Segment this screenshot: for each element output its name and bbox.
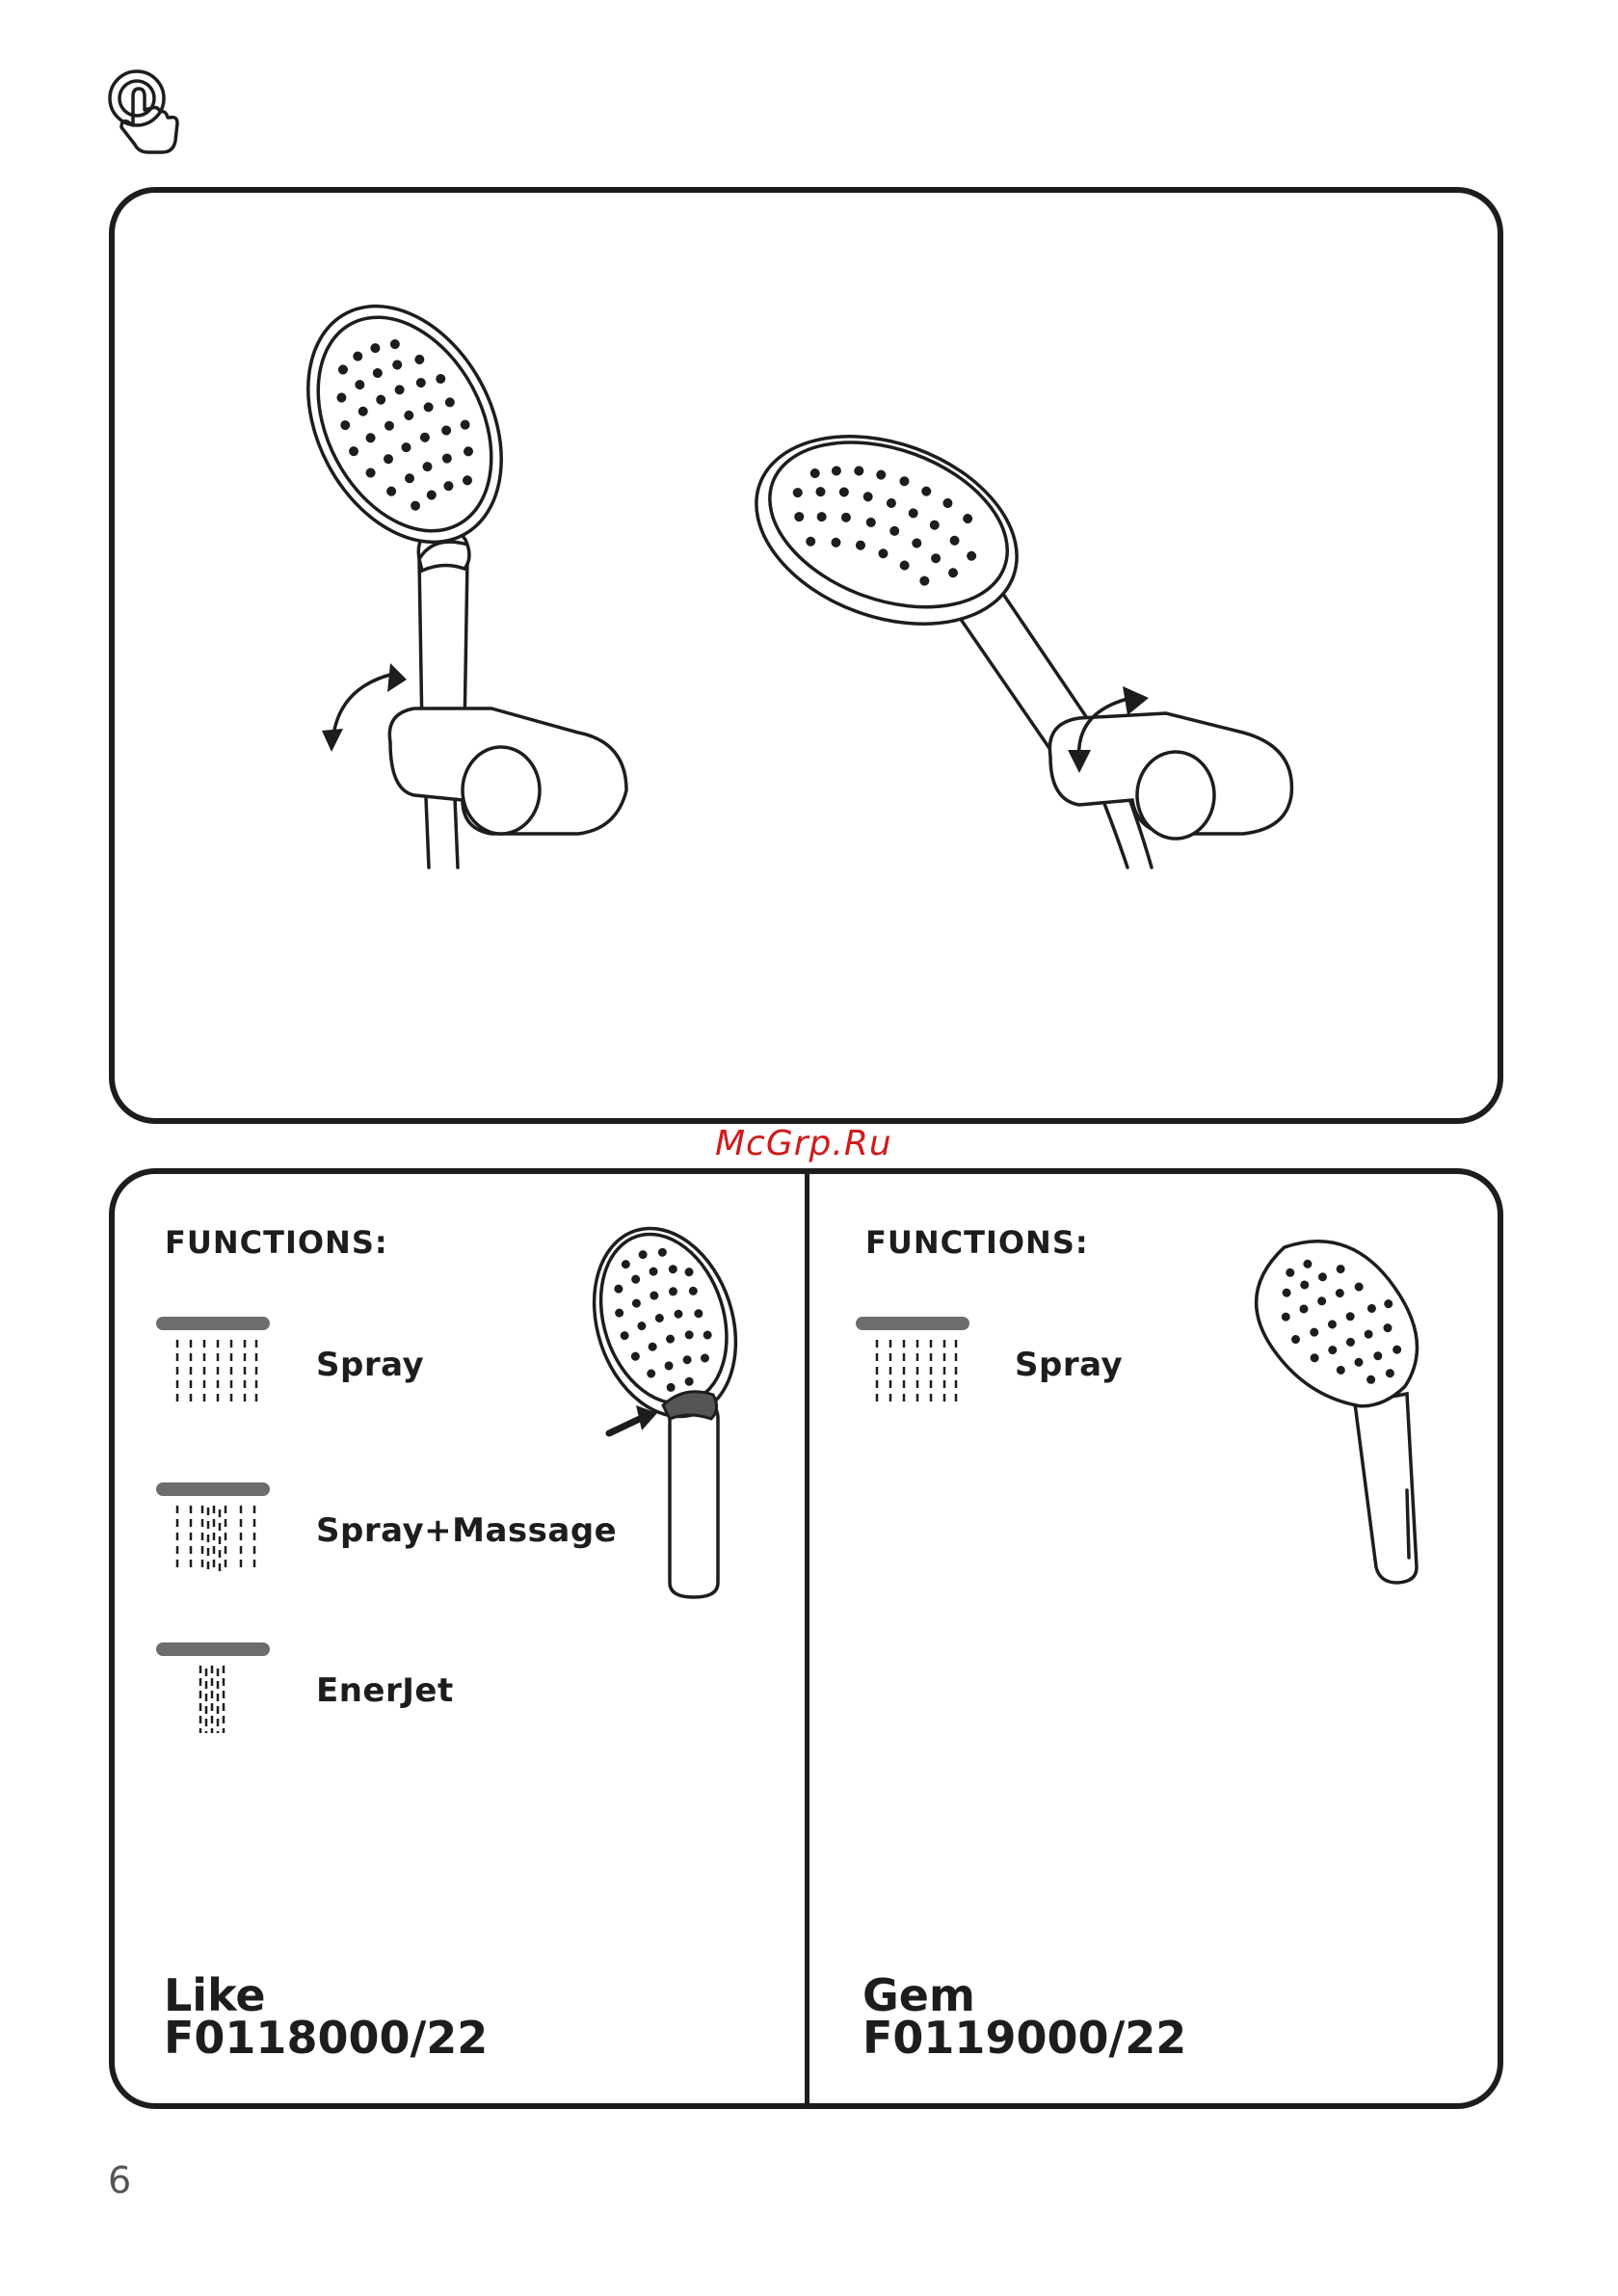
spray-pattern-icon	[156, 1317, 272, 1413]
column-divider	[805, 1172, 809, 2105]
spray-massage-pattern-icon	[156, 1482, 272, 1579]
right-model-code: F0119000/22	[862, 2016, 1186, 2059]
function-label-spray: Spray	[1015, 1346, 1123, 1384]
page-number: 6	[108, 2159, 131, 2202]
left-model-code: F0118000/22	[164, 2016, 488, 2059]
shower-head-tilted-illustration	[761, 424, 1339, 906]
watermark: McGrp.Ru	[715, 1124, 892, 1163]
function-label-spray-massage: Spray+Massage	[316, 1511, 617, 1550]
enerjet-pattern-icon	[156, 1642, 272, 1739]
left-functions-heading: FUNCTIONS:	[165, 1224, 388, 1261]
right-functions-heading: FUNCTIONS:	[865, 1224, 1089, 1261]
function-label-spray: Spray	[316, 1346, 424, 1384]
touch-hand-icon	[106, 67, 193, 164]
right-model-name: Gem	[862, 1974, 975, 2016]
left-model-name: Like	[164, 1974, 266, 2016]
shower-head-upright-illustration	[299, 308, 684, 887]
spray-pattern-icon	[856, 1317, 971, 1413]
gem-shower-head-illustration	[1262, 1230, 1474, 1596]
function-label-enerjet: EnerJet	[316, 1671, 454, 1710]
like-shower-head-illustration	[588, 1226, 800, 1612]
